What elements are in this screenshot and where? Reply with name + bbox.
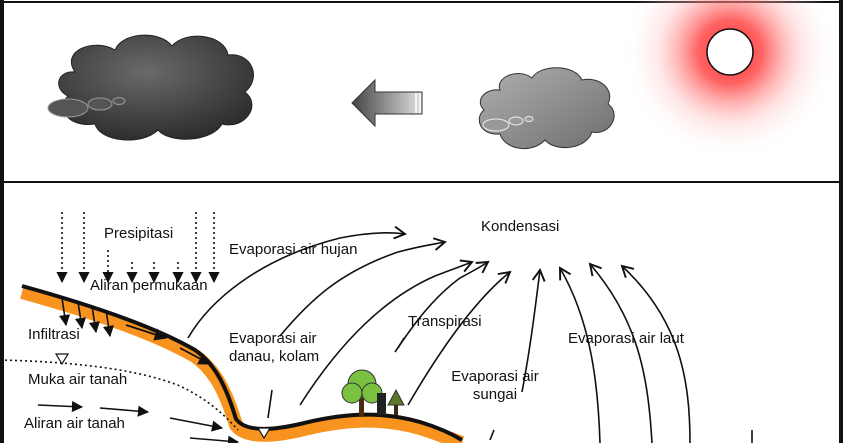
label-groundwater-flow: Aliran air tanah xyxy=(24,415,125,432)
soil-band xyxy=(20,285,465,443)
rain-cloud-icon xyxy=(47,34,254,141)
groundwater-arrows xyxy=(37,400,240,443)
ground-layer xyxy=(0,284,470,443)
label-sea-evaporation: Evaporasi air laut xyxy=(568,330,684,347)
evaporation-arrows xyxy=(187,225,753,443)
label-precipitation: Presipitasi xyxy=(104,225,174,242)
runoff-arrows xyxy=(125,324,212,365)
house-icon xyxy=(377,388,405,415)
label-infiltration: Infiltrasi xyxy=(28,326,80,343)
water-table-line xyxy=(0,359,239,431)
ground-surface xyxy=(21,284,464,442)
sun-icon xyxy=(622,0,838,160)
infiltration-arrows xyxy=(58,297,115,338)
wind-arrow-icon xyxy=(351,78,423,128)
small-cloud-icon xyxy=(478,67,615,149)
lake-level-marker xyxy=(256,427,272,440)
label-water-table: Muka air tanah xyxy=(28,371,128,388)
label-river-evaporation: Evaporasi air sungai xyxy=(451,368,539,403)
label-lake-evaporation: Evaporasi air danau, kolam xyxy=(229,330,320,365)
water-table-marker xyxy=(54,353,70,366)
label-rain-evaporation: Evaporasi air hujan xyxy=(229,241,358,258)
label-condensation: Kondensasi xyxy=(481,218,560,235)
label-transpiration: Transpirasi xyxy=(408,313,482,330)
precipitation-arrows xyxy=(56,212,220,284)
tree-icon xyxy=(341,369,383,416)
label-surface-runoff: Aliran permukaan xyxy=(90,277,208,294)
